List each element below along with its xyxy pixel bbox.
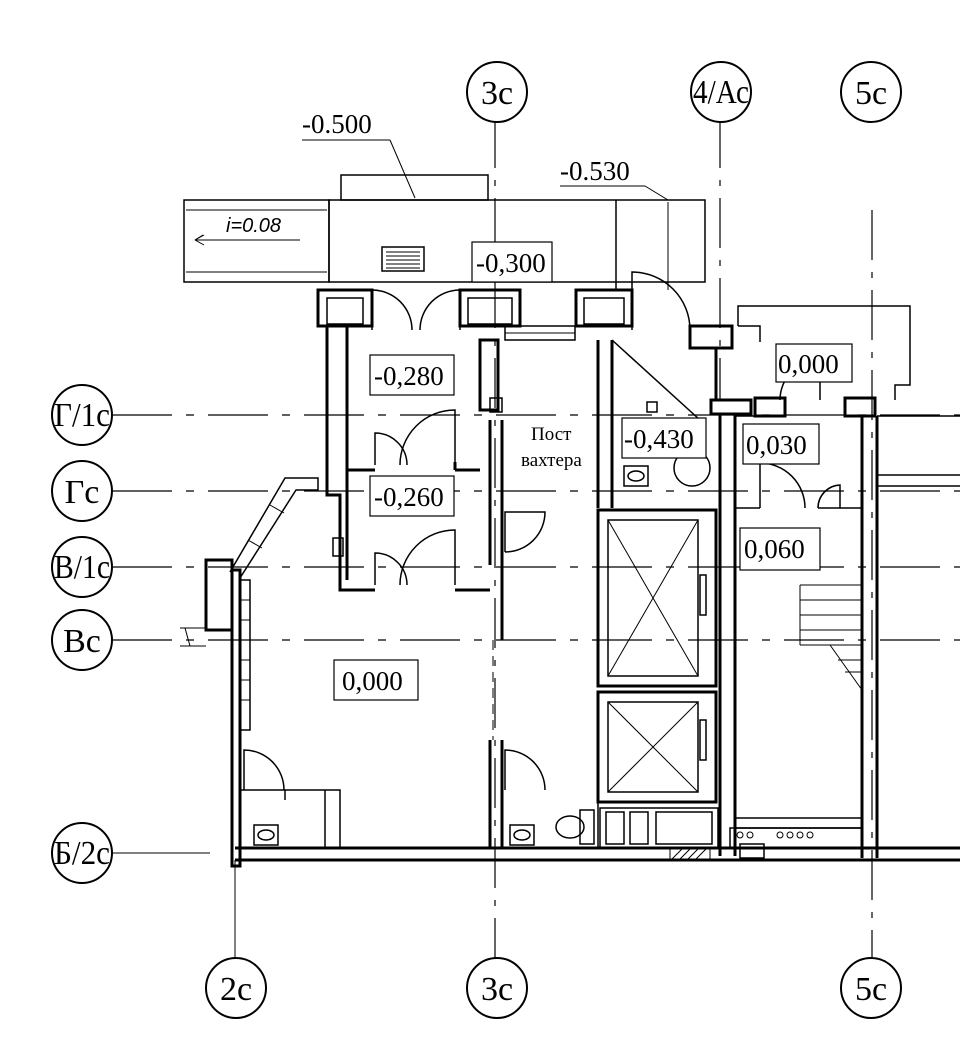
small-square [646,401,658,413]
elevation-vestibule-lower: -0,260 [374,482,444,512]
axis-label-g1c: Г/1с [54,397,110,434]
elevation-porch: -0,300 [476,248,546,278]
doors [243,271,841,791]
room-name-line1: Пост [531,424,572,445]
washbasin-icon [623,465,649,487]
elevation-leaders [302,139,669,290]
fixtures [253,401,863,859]
walls [204,305,960,868]
vent-grille [381,246,425,272]
axis-label-v1c: В/1с [54,549,110,586]
washbasin-icon [509,824,535,846]
entrance-porch [183,174,706,328]
elevation-right-lower: 0,060 [744,534,805,564]
elevation-right-top: 0,000 [778,349,839,379]
grid-lines [112,118,960,958]
axis-label-5c-bottom: 5с [855,971,887,1008]
elevation-labels: -0.500 -0.530 -0,300 -0,280 -0,260 0,000… [226,109,853,701]
wall-marker [180,627,206,647]
room-name-line2: вахтера [521,450,582,471]
axis-label-4ac: 4/Ас [693,74,749,111]
elevation-right-mid: 0,030 [746,430,807,460]
elevators [596,508,718,804]
staircase [799,584,863,691]
porch-column [458,288,522,328]
axis-label-3c-bottom: 3с [481,971,513,1008]
ramp-slope-label: i=0.08 [226,215,281,237]
elevation-entrance-outer: -0.530 [560,156,630,186]
elevation-vestibule-upper: -0,280 [374,361,444,391]
axis-bubbles-top: 3с 4/Ас 5с [466,61,902,123]
elevation-ramp-top: -0.500 [302,109,372,139]
elevation-hall: 0,000 [342,666,403,696]
axis-bubbles-left: Г/1с Гс В/1с Вс Б/2с [51,384,113,884]
axis-label-gc: Гс [65,474,100,511]
room-guard-post: Пост вахтера [521,424,582,471]
toilet-icon [579,809,595,845]
elevation-stair-lobby: -0,430 [624,424,694,454]
axis-label-b2c: Б/2с [54,835,110,872]
axis-bubbles-bottom: 2с 3с 5с [205,957,902,1019]
axis-label-5c-top: 5с [855,75,887,112]
axis-label-vc: Вс [63,623,101,660]
axis-label-2c: 2с [220,971,252,1008]
axis-label-3c-top: 3с [481,75,513,112]
washbasin-icon [253,824,279,846]
kitchen-counter [729,827,863,849]
porch-column [316,288,374,328]
